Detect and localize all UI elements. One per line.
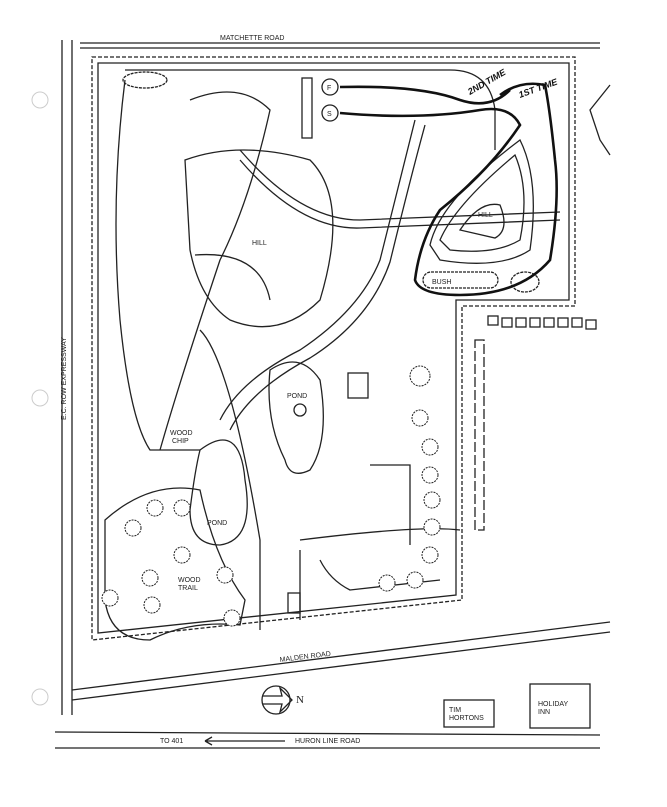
north-label: N xyxy=(296,694,304,706)
holiday-inn-label-1: HOLIDAY xyxy=(538,701,569,708)
matchette-road: MATCHETTE ROAD xyxy=(80,35,600,49)
expressway-label: E.C. ROW EXPRESSWAY xyxy=(61,337,68,420)
expressway: E.C. ROW EXPRESSWAY xyxy=(61,40,73,715)
tree-row xyxy=(378,365,441,592)
lower-pond: POND xyxy=(189,439,248,546)
wood-chip-label-2: CHIP xyxy=(172,438,189,445)
malden-road-label: MALDEN ROAD xyxy=(279,651,331,664)
tim-hortons-label-2: HORTONS xyxy=(449,715,484,722)
pond-upper-label: POND xyxy=(287,393,307,400)
bush: BUSH xyxy=(122,71,540,293)
pond-lower-label: POND xyxy=(207,520,227,527)
upper-pond: POND xyxy=(268,361,324,474)
huron-line-road: TO 401 HURON LINE ROAD xyxy=(54,731,601,749)
to-401-label: TO 401 xyxy=(160,738,183,745)
park-boundary xyxy=(91,56,576,641)
first-time-note: 1ST TIME xyxy=(517,76,559,100)
malden-road: MALDEN ROAD xyxy=(71,621,611,701)
finish-label: F xyxy=(327,85,331,92)
hill-small-label: HILL xyxy=(478,212,493,219)
finish-marker xyxy=(321,78,339,96)
start-marker xyxy=(321,104,339,122)
wood-trail: WOOD TRAIL xyxy=(101,487,246,641)
bush-label: BUSH xyxy=(432,279,451,286)
small-hill: HILL xyxy=(429,139,534,264)
wood-trail-label-2: TRAIL xyxy=(178,585,198,592)
holiday-inn-label-2: INN xyxy=(538,709,550,716)
start-label: S xyxy=(327,111,332,118)
tim-hortons: TIM HORTONS xyxy=(443,699,495,728)
north-arrow: N xyxy=(261,685,304,715)
adjacent-buildings xyxy=(474,84,611,531)
holiday-inn: HOLIDAY INN xyxy=(529,683,591,729)
hill-main-label: HILL xyxy=(252,240,267,247)
tim-hortons-label-1: TIM xyxy=(449,707,461,714)
wood-trail-label-1: WOOD xyxy=(178,577,201,584)
matchette-road-label: MATCHETTE ROAD xyxy=(220,35,284,42)
trails xyxy=(115,69,561,630)
huron-line-road-label: HURON LINE ROAD xyxy=(295,738,360,745)
wood-chip-label-1: WOOD xyxy=(170,430,193,437)
